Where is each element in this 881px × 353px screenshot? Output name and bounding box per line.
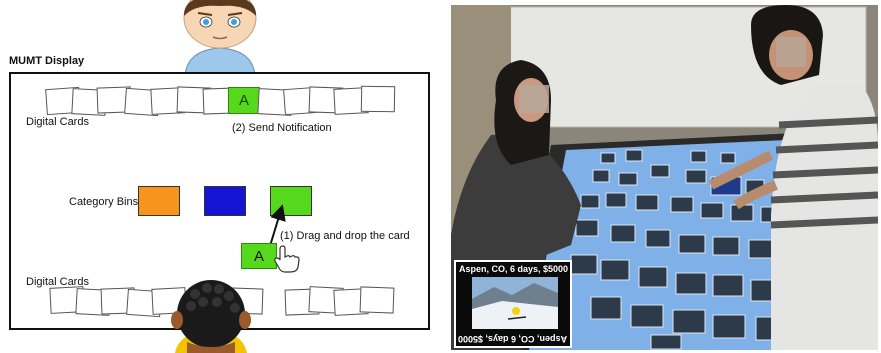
drag-arrow	[269, 204, 286, 247]
digital-cards-label-top: Digital Cards	[26, 116, 89, 128]
inset-card: Aspen, CO, 6 days, $5000 Aspen, CO, 6 da…	[454, 260, 572, 348]
dragged-card[interactable]: A	[241, 243, 277, 269]
bottom-user-avatar	[171, 280, 251, 353]
tabletop-photo: Aspen, CO, 6 days, $5000 Aspen, CO, 6 da…	[451, 5, 878, 350]
digital-card-highlighted[interactable]: A	[228, 87, 260, 114]
inset-caption: Aspen, CO, 6 days, $5000	[459, 264, 569, 274]
digital-cards-label-bottom: Digital Cards	[26, 276, 89, 288]
drag-label: (1) Drag and drop the card	[280, 230, 410, 242]
inset-ski-photo	[472, 277, 558, 329]
dragged-card-letter: A	[253, 248, 264, 265]
category-bins-label: Category Bins	[69, 196, 139, 208]
highlighted-card-letter: A	[238, 92, 249, 109]
digital-card[interactable]	[360, 85, 396, 113]
inset-caption-flipped: Aspen, CO, 6 days, $5000	[457, 334, 567, 344]
top-user-avatar	[183, 0, 257, 76]
display-title: MUMT Display	[9, 55, 85, 67]
digital-card[interactable]	[359, 286, 395, 314]
hand-pointer-icon	[274, 245, 300, 273]
category-bin-blue[interactable]	[204, 186, 246, 216]
notification-label: (2) Send Notification	[232, 122, 332, 134]
category-bin-orange[interactable]	[138, 186, 180, 216]
